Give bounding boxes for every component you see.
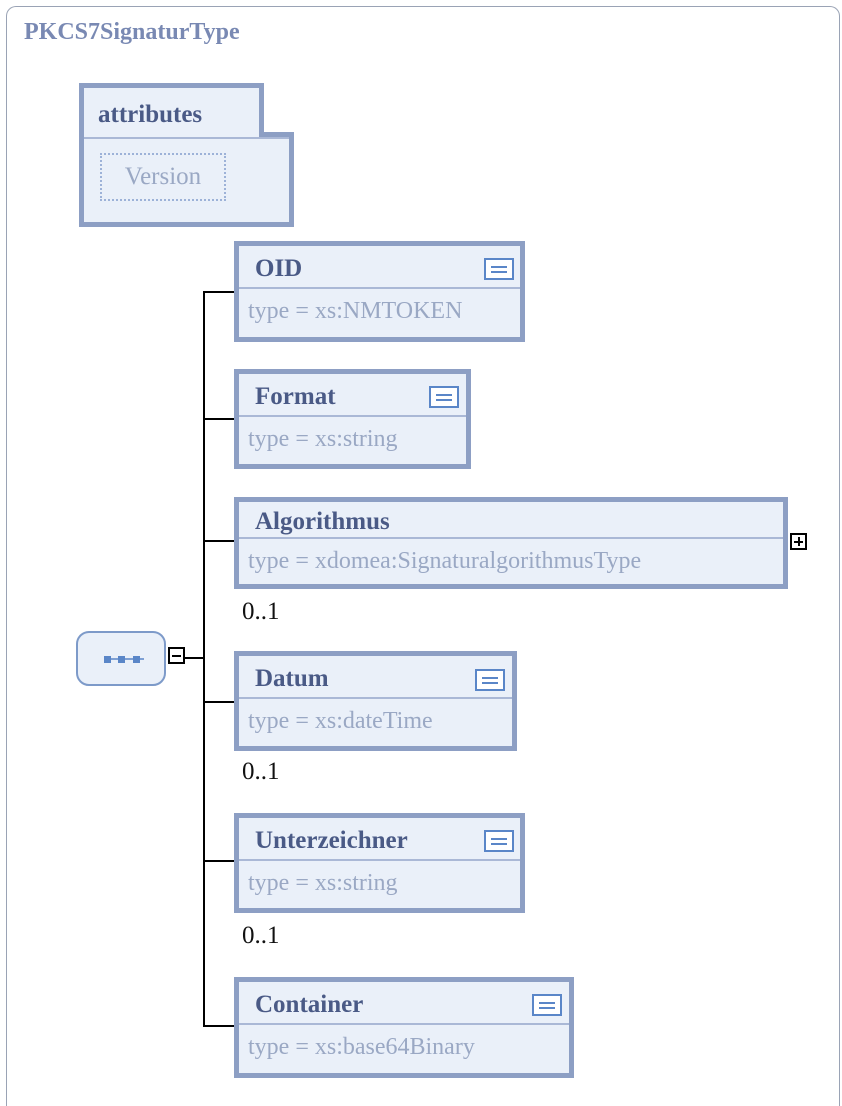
element-datum[interactable]: Datum type = xs:dateTime: [234, 651, 517, 751]
element-name: OID: [255, 255, 303, 282]
diagram-title: PKCS7SignaturType: [24, 19, 240, 45]
element-oid[interactable]: OID type = xs:NMTOKEN: [234, 241, 525, 342]
attributes-heading: attributes: [98, 101, 203, 128]
element-name: Container: [255, 991, 364, 1018]
element-type: type = xs:NMTOKEN: [248, 298, 463, 324]
branch-algorithmus: [203, 540, 236, 542]
element-divider: [239, 415, 466, 417]
documentation-icon[interactable]: [475, 669, 505, 691]
collapse-button[interactable]: [168, 647, 185, 664]
element-divider: [239, 1023, 569, 1025]
diagram-frame: [6, 6, 840, 1106]
branch-oid: [203, 291, 236, 293]
element-name: Datum: [255, 665, 329, 692]
element-unterzeichner[interactable]: Unterzeichner type = xs:string: [234, 813, 525, 913]
documentation-icon[interactable]: [429, 386, 459, 408]
occurrence-label: 0..1: [242, 598, 280, 625]
attributes-divider: [84, 137, 289, 139]
element-divider: [239, 697, 512, 699]
connector-trunk: [203, 291, 205, 1027]
element-type: type = xs:string: [248, 870, 398, 896]
documentation-icon[interactable]: [484, 830, 514, 852]
occurrence-label: 0..1: [242, 758, 280, 785]
element-type: type = xs:dateTime: [248, 708, 433, 734]
branch-datum: [203, 701, 236, 703]
occurrence-label: 0..1: [242, 922, 280, 949]
branch-container: [203, 1025, 236, 1027]
element-divider: [239, 859, 520, 861]
element-algorithmus[interactable]: Algorithmus type = xdomea:Signaturalgori…: [234, 497, 788, 589]
element-divider: [239, 537, 783, 539]
expand-button[interactable]: [790, 533, 807, 550]
element-container[interactable]: Container type = xs:base64Binary: [234, 977, 574, 1078]
attributes-box-notch: [259, 83, 294, 137]
sequence-compositor-icon: [104, 656, 144, 663]
element-type: type = xs:base64Binary: [248, 1034, 475, 1060]
element-name: Algorithmus: [255, 508, 390, 535]
documentation-icon[interactable]: [484, 258, 514, 280]
element-divider: [239, 287, 520, 289]
element-name: Format: [255, 383, 336, 410]
connector-stub: [185, 657, 205, 659]
element-format[interactable]: Format type = xs:string: [234, 369, 471, 469]
element-name: Unterzeichner: [255, 827, 408, 854]
attribute-version[interactable]: Version: [100, 153, 226, 201]
element-type: type = xdomea:SignaturalgorithmusType: [248, 548, 642, 574]
branch-format: [203, 418, 236, 420]
element-type: type = xs:string: [248, 426, 398, 452]
minus-icon: [172, 654, 181, 657]
branch-unterzeichner: [203, 860, 236, 862]
sequence-compositor[interactable]: [76, 631, 166, 686]
attributes-box: [79, 83, 294, 227]
documentation-icon[interactable]: [532, 994, 562, 1016]
